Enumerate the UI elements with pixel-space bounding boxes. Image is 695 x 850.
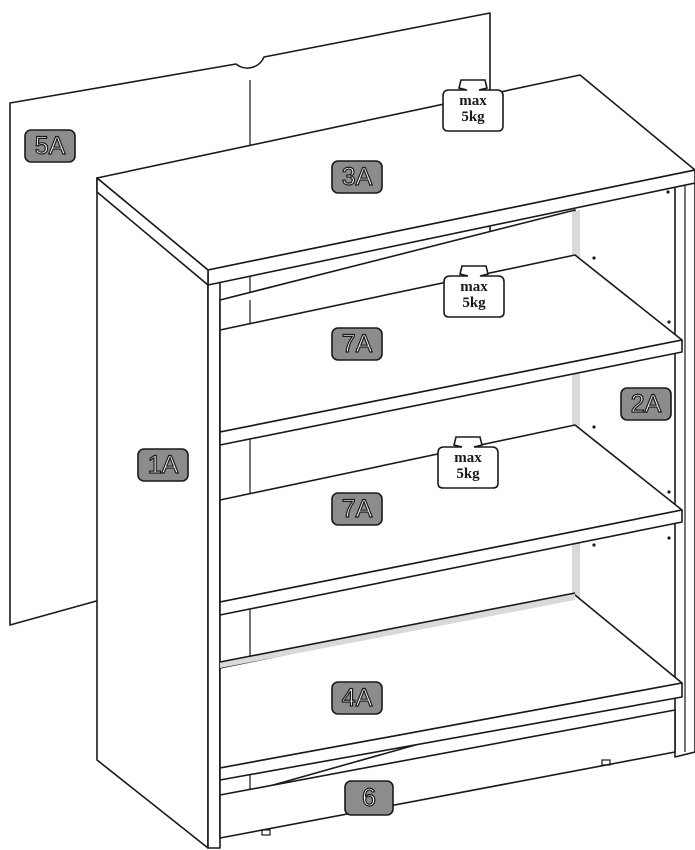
bottom-panel [219,592,683,781]
svg-text:max: max [454,450,482,466]
plinth [219,709,676,839]
svg-text:5A: 5A [35,132,66,160]
svg-text:5kg: 5kg [456,466,480,482]
svg-text:3A: 3A [342,163,373,191]
top-panel [96,74,695,286]
svg-text:5kg: 5kg [462,295,486,311]
svg-text:max: max [459,93,487,109]
part-tag-6: 6 [344,780,394,816]
part-tag-3A: 3A [331,160,383,194]
weight-limit-icon-upper-shelf: max 5kg [443,265,505,318]
svg-text:7A: 7A [342,495,373,523]
part-tag-7A-lower: 7A [331,492,383,526]
svg-text:max: max [460,279,488,295]
svg-text:2A: 2A [631,390,662,418]
part-tag-5A: 5A [24,129,76,163]
weight-limit-icon-lower-shelf: max 5kg [437,436,499,489]
svg-text:7A: 7A [342,330,373,358]
weight-limit-icon-top: max 5kg [442,79,504,132]
part-tag-4A: 4A [331,681,383,715]
svg-text:6: 6 [362,784,376,812]
part-tag-2A: 2A [620,387,672,421]
svg-text:5kg: 5kg [461,109,485,125]
svg-text:4A: 4A [342,684,373,712]
part-tag-1A: 1A [137,448,189,482]
part-tag-7A-upper: 7A [331,327,383,361]
lower-shelf [219,424,683,616]
svg-text:1A: 1A [148,451,179,479]
